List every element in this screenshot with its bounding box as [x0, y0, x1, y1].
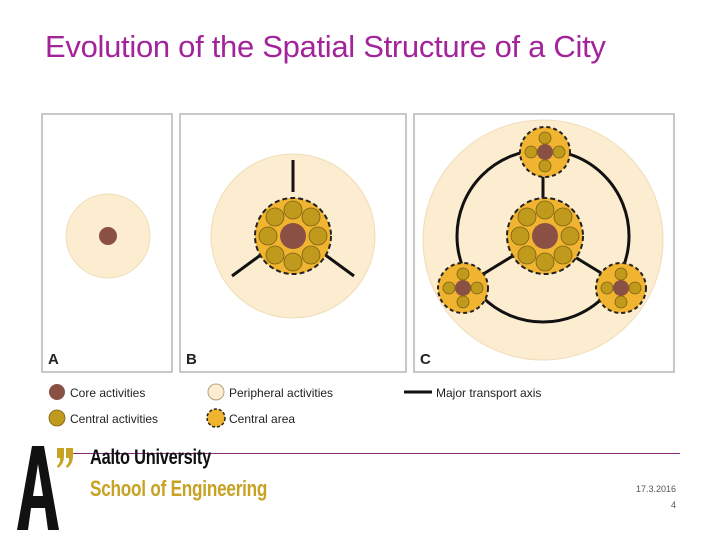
school-name: School of Engineering	[90, 476, 268, 501]
transport-axis	[323, 252, 355, 278]
legend-central-area-label: Central area	[229, 412, 295, 426]
central-activities	[600, 267, 642, 309]
central-activities	[442, 267, 484, 309]
legend-central-swatch	[48, 409, 66, 427]
transport-axis	[479, 252, 517, 278]
legend-core-label: Core activities	[70, 386, 145, 400]
city-structure-figure: A B C Core activities Central activities…	[40, 112, 680, 434]
figure-canvas: A B C Core activities Central activities…	[41, 113, 675, 428]
core-node	[455, 280, 471, 296]
university-name: Aalto University	[90, 446, 211, 469]
slide-date: 17.3.2016	[635, 484, 676, 494]
central-activities	[524, 131, 566, 173]
panel-c-diagram	[422, 119, 664, 361]
core-node	[532, 223, 558, 249]
legend-peripheral-swatch	[207, 383, 225, 401]
transport-axis	[231, 252, 263, 278]
legend-transport-label: Major transport axis	[436, 386, 541, 400]
panel-b-diagram	[210, 153, 376, 319]
footer-divider	[72, 453, 680, 454]
legend-core-swatch	[49, 384, 65, 400]
panel-a-diagram	[65, 193, 151, 279]
legend-peripheral-label: Peripheral activities	[229, 386, 333, 400]
page-number: 4	[670, 500, 676, 510]
panel-c-label: C	[420, 351, 431, 368]
central-activities	[258, 200, 328, 272]
core-node	[99, 227, 117, 245]
panel-b-label: B	[186, 351, 197, 368]
aalto-logo	[15, 442, 75, 532]
core-node	[613, 280, 629, 296]
legend-central-label: Central activities	[70, 412, 158, 426]
panel-a-label: A	[48, 351, 59, 368]
core-node	[537, 144, 553, 160]
core-node	[280, 223, 306, 249]
legend: Core activities Central activities Perip…	[48, 383, 541, 428]
legend-central-area-swatch	[206, 408, 226, 428]
aalto-logo-mark	[17, 446, 73, 530]
central-activities	[510, 200, 580, 272]
slide-title: Evolution of the Spatial Structure of a …	[45, 29, 606, 64]
